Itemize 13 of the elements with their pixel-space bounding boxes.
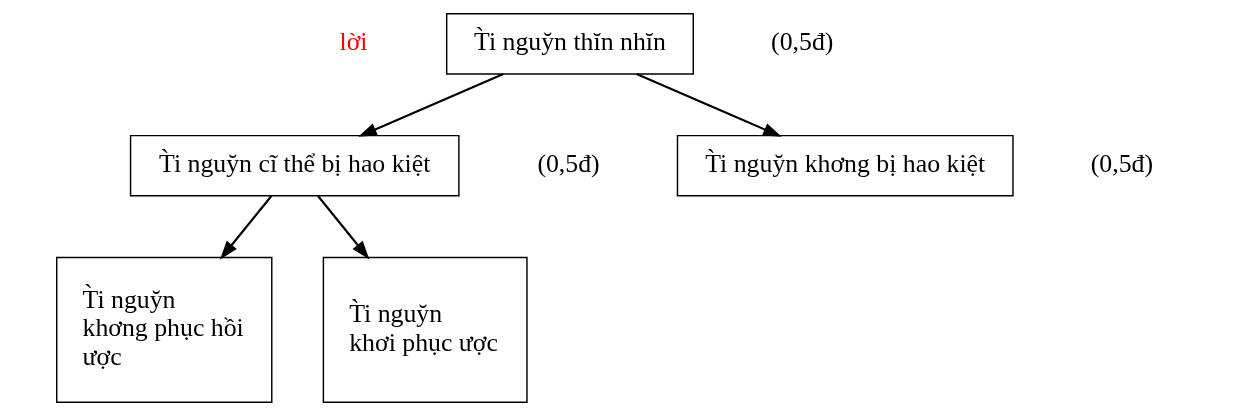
label: lời (339, 27, 368, 57)
node-box: T̀i nguy̆n khơi phục ược (322, 256, 528, 403)
node-box: T̀i nguy̆n cĩ thể bị hao kiệt (129, 134, 460, 197)
arrow (317, 195, 370, 260)
node-box: T̀i nguy̆n khơng bị hao kiệt (676, 134, 1014, 197)
arrow (636, 73, 782, 137)
node-label: (0,5đ) (537, 149, 600, 179)
node-label: (0,5đ) (771, 27, 834, 57)
node-box: T̀i nguy̆n khơng phục hồi ược (56, 256, 273, 403)
node-box: T̀i nguy̆n thĭn nhĭn (445, 13, 694, 75)
arrow (358, 73, 504, 137)
node-label: (0,5đ) (1090, 149, 1154, 179)
arrow (220, 195, 273, 260)
